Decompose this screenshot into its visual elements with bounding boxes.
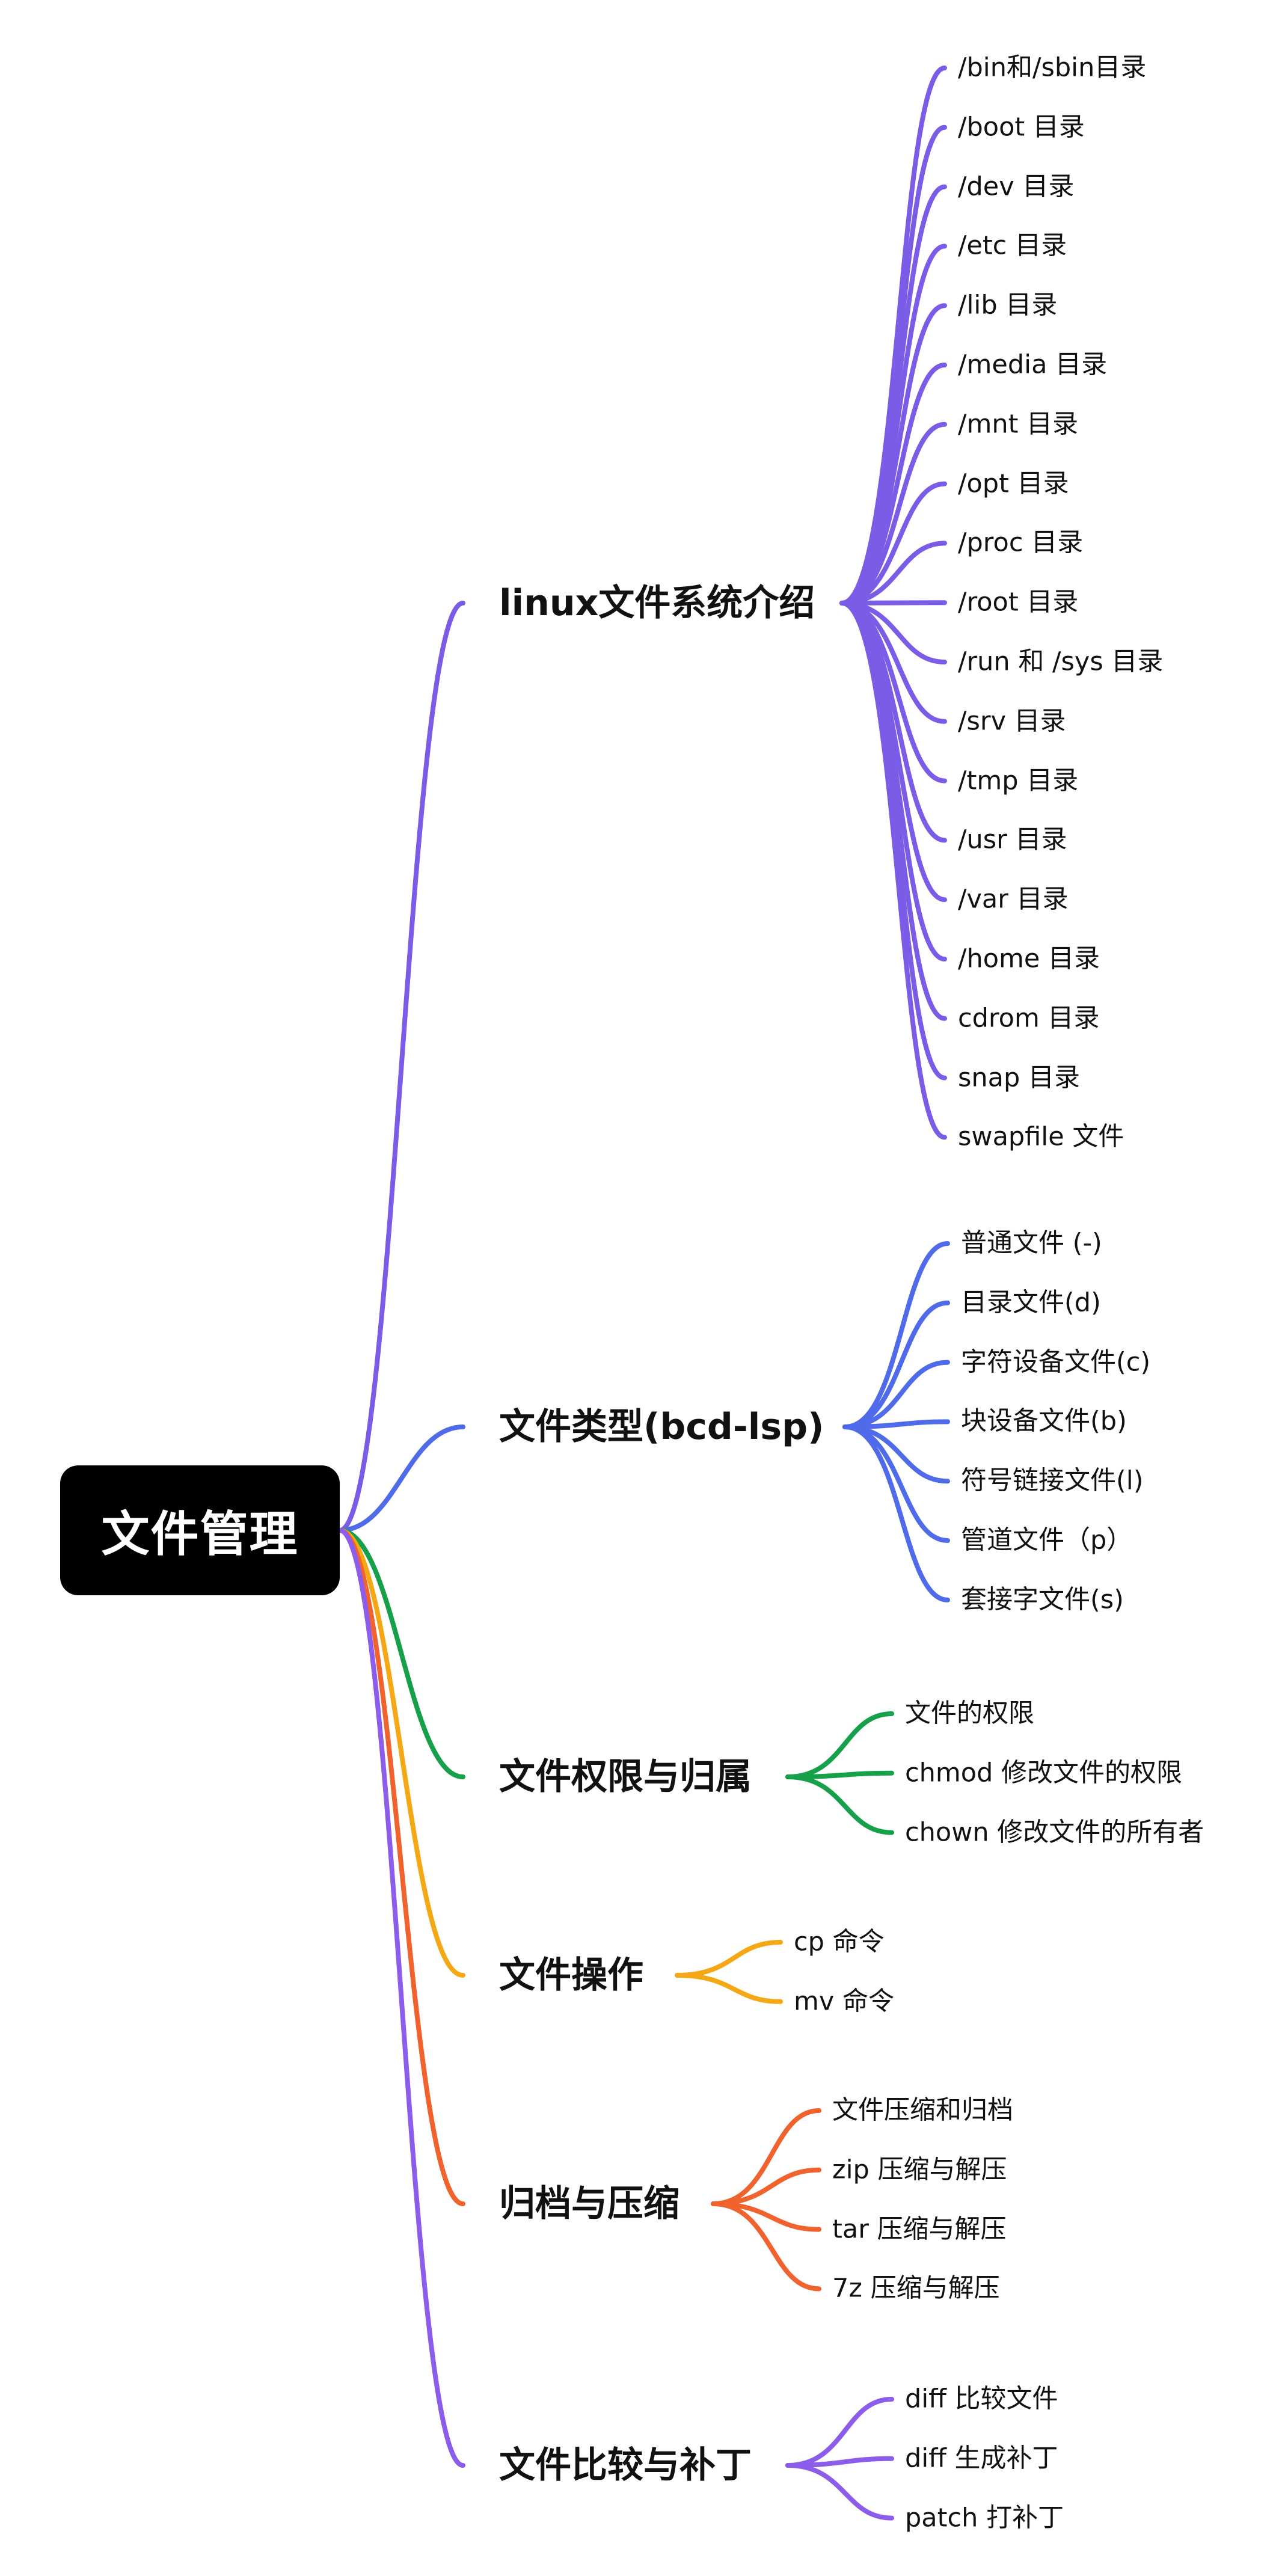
leaf-label[interactable]: /tmp 目录 — [958, 765, 1079, 796]
leaf-connector — [675, 1940, 783, 1978]
leaf-connector — [711, 2167, 821, 2206]
leaf-label[interactable]: /root 目录 — [958, 587, 1079, 618]
branch-connector — [337, 601, 465, 1533]
leaf-label[interactable]: swapfile 文件 — [958, 1121, 1124, 1152]
leaf-connector — [785, 2397, 894, 2468]
leaf-label[interactable]: 目录文件(d) — [961, 1287, 1101, 1318]
branch-connector — [337, 1528, 465, 1779]
leaf-label[interactable]: 文件的权限 — [905, 1698, 1034, 1729]
leaf-connector — [675, 1973, 783, 2004]
branch-connector — [337, 1528, 465, 2206]
root-label: 文件管理 — [101, 1506, 299, 1562]
leaf-label[interactable]: /srv 目录 — [958, 706, 1066, 737]
leaf-label[interactable]: 套接字文件(s) — [961, 1584, 1124, 1615]
leaf-label[interactable]: 普通文件 (-) — [961, 1228, 1102, 1259]
leaf-label[interactable]: cp 命令 — [794, 1927, 885, 1957]
leaf-label[interactable]: /bin和/sbin目录 — [958, 52, 1147, 83]
leaf-label[interactable]: patch 打补丁 — [905, 2503, 1064, 2533]
leaf-label[interactable]: /run 和 /sys 目录 — [958, 646, 1164, 677]
leaf-label[interactable]: mv 命令 — [794, 1986, 895, 2017]
leaf-connector — [711, 2201, 821, 2292]
branch-connector — [337, 1528, 465, 2468]
leaf-connector — [839, 601, 947, 1140]
leaf-connector — [842, 1424, 950, 1543]
branch-label[interactable]: 文件权限与归属 — [499, 1756, 752, 1798]
root-node[interactable]: 文件管理 — [60, 1465, 340, 1595]
leaf-label[interactable]: /lib 目录 — [958, 290, 1058, 320]
leaf-connector — [839, 422, 947, 606]
leaf-connector — [785, 1774, 894, 1835]
branch-label[interactable]: linux文件系统介绍 — [499, 582, 815, 624]
leaf-connector — [842, 1360, 950, 1429]
leaf-label[interactable]: diff 生成补丁 — [905, 2443, 1058, 2474]
leaf-label[interactable]: snap 目录 — [958, 1063, 1080, 1093]
leaf-label[interactable]: 管道文件（p） — [961, 1525, 1133, 1556]
leaf-label[interactable]: /opt 目录 — [958, 468, 1069, 499]
leaf-label[interactable]: /etc 目录 — [958, 230, 1067, 261]
branch-label[interactable]: 文件类型(bcd-lsp) — [499, 1406, 824, 1448]
branch-connector — [337, 1424, 465, 1533]
leaf-connector — [711, 2108, 821, 2206]
branch-label[interactable]: 归档与压缩 — [499, 2183, 679, 2225]
branch-label[interactable]: 文件操作 — [499, 1954, 643, 1996]
leaf-label[interactable]: chown 修改文件的所有者 — [905, 1817, 1204, 1848]
leaf-label[interactable]: cdrom 目录 — [958, 1003, 1100, 1034]
leaf-label[interactable]: 符号链接文件(l) — [961, 1465, 1144, 1496]
leaf-label[interactable]: tar 压缩与解压 — [832, 2214, 1007, 2245]
leaf-label[interactable]: /var 目录 — [958, 884, 1069, 915]
leaf-label[interactable]: /usr 目录 — [958, 824, 1067, 855]
leaf-connector — [785, 1711, 894, 1779]
leaf-label[interactable]: /boot 目录 — [958, 112, 1085, 143]
leaf-label[interactable]: 块设备文件(b) — [961, 1406, 1127, 1437]
leaf-label[interactable]: 字符设备文件(c) — [961, 1347, 1151, 1378]
leaf-label[interactable]: 文件压缩和归档 — [832, 2095, 1013, 2126]
leaf-connector — [839, 481, 947, 606]
leaf-label[interactable]: /proc 目录 — [958, 527, 1084, 558]
leaf-connector — [842, 1424, 950, 1602]
leaf-connector — [839, 541, 947, 606]
leaf-label[interactable]: 7z 压缩与解压 — [832, 2273, 1000, 2304]
leaf-label[interactable]: /media 目录 — [958, 349, 1108, 380]
leaf-connector — [842, 1300, 950, 1429]
leaf-label[interactable]: /mnt 目录 — [958, 409, 1079, 440]
leaf-label[interactable]: diff 比较文件 — [905, 2384, 1058, 2414]
leaf-label[interactable]: /dev 目录 — [958, 171, 1075, 202]
leaf-label[interactable]: zip 压缩与解压 — [832, 2154, 1007, 2185]
leaf-label[interactable]: chmod 修改文件的权限 — [905, 1758, 1183, 1788]
leaf-label[interactable]: /home 目录 — [958, 943, 1100, 974]
leaf-connector — [785, 2463, 894, 2521]
branch-label[interactable]: 文件比较与补丁 — [499, 2444, 752, 2486]
branch-connector — [337, 1528, 465, 1978]
